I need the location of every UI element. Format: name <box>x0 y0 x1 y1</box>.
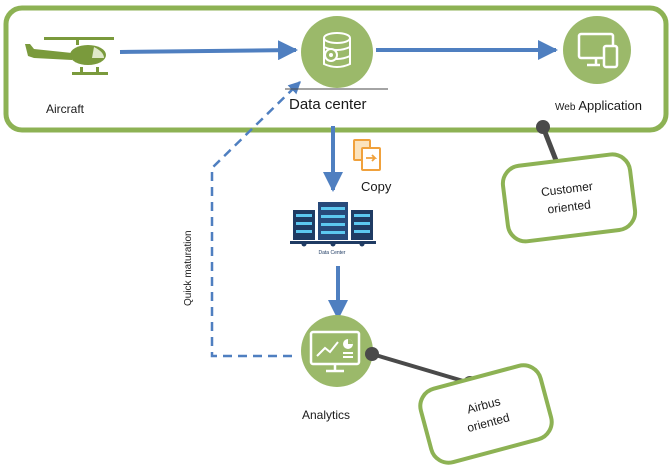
customer-callout-line1: Customer <box>540 179 593 199</box>
airbus-callout <box>418 363 554 465</box>
analytics-label: Analytics <box>302 408 350 422</box>
system-boundary <box>3 5 669 133</box>
helicopter-icon <box>25 37 114 75</box>
servers-caption: Data Center <box>319 250 346 256</box>
quick-maturation-label: Quick maturation <box>183 230 194 306</box>
aircraft-label: Aircraft <box>46 102 85 116</box>
copy-label: Copy <box>361 179 392 194</box>
database-gear-icon <box>301 16 373 88</box>
monitor-chart-icon <box>301 315 373 387</box>
webapp-label-prefix: Web <box>555 102 576 113</box>
arrow-quick-maturation <box>210 81 301 358</box>
copy-document-icon <box>353 139 381 171</box>
server-rack-icon <box>290 202 376 247</box>
connector-dot-webapp <box>536 120 550 134</box>
customer-callout-line2: oriented <box>547 197 592 216</box>
connector-dot-analytics <box>365 347 379 361</box>
arrow-aircraft-to-datacenter <box>119 40 298 61</box>
connector-analytics-airbus <box>371 352 471 385</box>
webapp-label-main: Application <box>578 98 642 113</box>
devices-icon <box>563 16 631 84</box>
customer-callout <box>500 152 638 244</box>
datacenter-label: Data center <box>289 96 367 113</box>
